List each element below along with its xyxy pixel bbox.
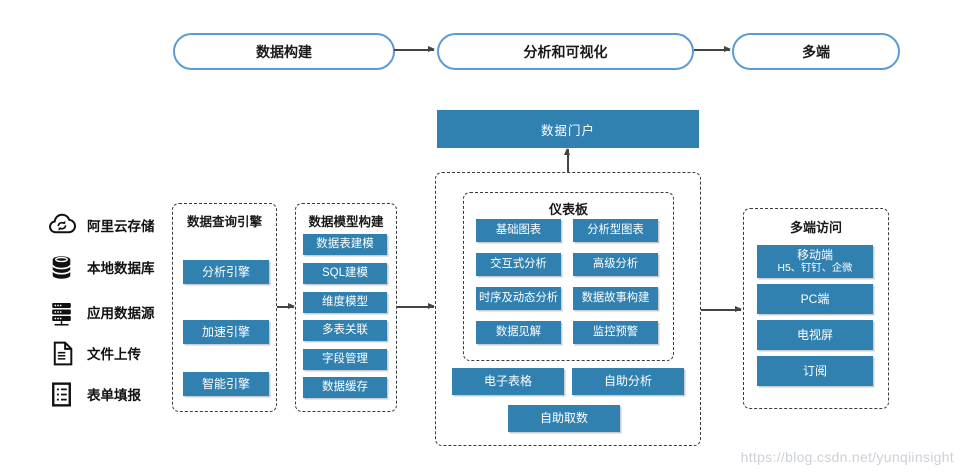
database-icon [51, 255, 72, 279]
node-label: 自助分析 [603, 374, 652, 388]
source-label: 应用数据源 [87, 306, 155, 321]
node-label: PC端 [800, 291, 830, 306]
group-title: 多端访问 [789, 220, 842, 235]
group-multi-terminal-access: 多端访问 [743, 208, 889, 409]
node-tv-screen: 电视屏 [757, 320, 873, 350]
node-label: 分析型图表 [587, 224, 644, 237]
arrow-model-to-analysis [396, 303, 435, 309]
node-subscription: 订阅 [757, 356, 873, 386]
node-analysis-engine: 分析引擎 [183, 260, 269, 284]
group-model-building: 数据模型构建 [295, 203, 397, 412]
node-label: 电视屏 [796, 327, 833, 342]
node-label: 分析引擎 [201, 264, 250, 279]
source-aliyun-storage: 阿里云存储 [46, 209, 155, 241]
node-monitoring-alerts: 监控预警 [573, 321, 658, 344]
node-data-storytelling: 数据故事构建 [573, 287, 658, 310]
source-app-data: 应用数据源 [46, 296, 155, 328]
node-label: 高级分析 [592, 258, 639, 271]
node-interactive-analysis: 交互式分析 [476, 253, 561, 276]
arrow-query-to-model [277, 303, 295, 309]
dashboard-grid: 基础图表 分析型图表 交互式分析 高级分析 时序及动态分析 数据故事构建 数据见… [476, 219, 658, 344]
node-label: 智能引擎 [201, 376, 250, 391]
stage-label: 数据构建 [256, 43, 312, 60]
node-sublabel: H5、钉钉、企微 [777, 262, 853, 274]
stage-analysis-visualization: 分析和可视化 [437, 33, 694, 70]
stage-label: 分析和可视化 [523, 43, 608, 60]
node-label: 监控预警 [592, 326, 639, 339]
node-data-cache: 数据缓存 [303, 377, 387, 398]
arrow-stage1-to-stage2 [394, 46, 435, 52]
node-sql-modeling: SQL建模 [303, 263, 387, 284]
stage-data-construction: 数据构建 [173, 33, 395, 70]
node-data-insights: 数据见解 [476, 321, 561, 344]
file-upload-icon [53, 341, 73, 365]
group-dashboard: 仪表板 [463, 192, 674, 361]
node-multi-table-join: 多表关联 [303, 320, 387, 341]
source-local-database: 本地数据库 [46, 251, 155, 283]
cloud-sync-icon [49, 213, 76, 233]
group-title: 数据查询引擎 [186, 215, 262, 229]
node-field-management: 字段管理 [303, 349, 387, 370]
node-label: 字段管理 [322, 353, 368, 366]
node-data-portal: 数据门户 [437, 110, 699, 148]
node-table-modeling: 数据表建模 [303, 234, 387, 255]
node-label: 多表关联 [322, 324, 368, 337]
arrow-analysis-to-terminal [701, 306, 742, 312]
source-label: 表单填报 [87, 388, 141, 403]
node-basic-charts: 基础图表 [476, 219, 561, 242]
source-label: 文件上传 [87, 347, 141, 362]
node-label: 数据缓存 [322, 381, 368, 394]
node-advanced-analysis: 高级分析 [573, 253, 658, 276]
node-self-service-data: 自助取数 [508, 405, 620, 432]
node-label: 加速引擎 [201, 324, 250, 339]
arrow-dashboard-to-portal [564, 148, 570, 172]
group-analysis-visualization [435, 172, 701, 446]
node-self-service-analysis: 自助分析 [572, 368, 684, 395]
node-label: 数据见解 [495, 326, 542, 339]
node-label: 订阅 [802, 363, 827, 378]
node-label: 交互式分析 [490, 258, 547, 271]
node-pc: PC端 [757, 284, 873, 314]
watermark-url: https://blog.csdn.net/yunqiinsight [740, 449, 954, 465]
source-label: 阿里云存储 [87, 219, 155, 234]
source-file-upload: 文件上传 [46, 337, 141, 369]
node-label: 电子表格 [483, 374, 532, 388]
node-label: 时序及动态分析 [478, 292, 559, 305]
node-label: 移动端 [796, 247, 833, 262]
node-label: 维度模型 [322, 296, 368, 309]
arrow-stage2-to-stage3 [694, 46, 731, 52]
node-spreadsheet: 电子表格 [452, 368, 564, 395]
group-title: 数据模型构建 [308, 215, 384, 229]
node-smart-engine: 智能引擎 [183, 372, 269, 396]
node-mobile: 移动端 H5、钉钉、企微 [757, 245, 873, 278]
source-label: 本地数据库 [87, 261, 155, 276]
node-label: 基础图表 [495, 224, 542, 237]
node-label: 自助取数 [539, 411, 588, 425]
node-analytical-charts: 分析型图表 [573, 219, 658, 242]
group-title: 仪表板 [548, 202, 588, 217]
node-label: 数据故事构建 [581, 292, 650, 305]
stage-multi-terminal: 多端 [732, 33, 900, 70]
node-dimension-model: 维度模型 [303, 292, 387, 313]
node-time-series-analysis: 时序及动态分析 [476, 287, 561, 310]
stage-label: 多端 [802, 43, 830, 60]
server-icon [52, 302, 71, 326]
form-icon [52, 381, 71, 407]
node-label: 数据门户 [540, 123, 595, 138]
group-query-engine: 数据查询引擎 [172, 203, 277, 412]
node-acceleration-engine: 加速引擎 [183, 320, 269, 344]
source-form-filling: 表单填报 [46, 378, 141, 410]
node-label: 数据表建模 [316, 238, 374, 251]
node-label: SQL建模 [321, 267, 368, 280]
